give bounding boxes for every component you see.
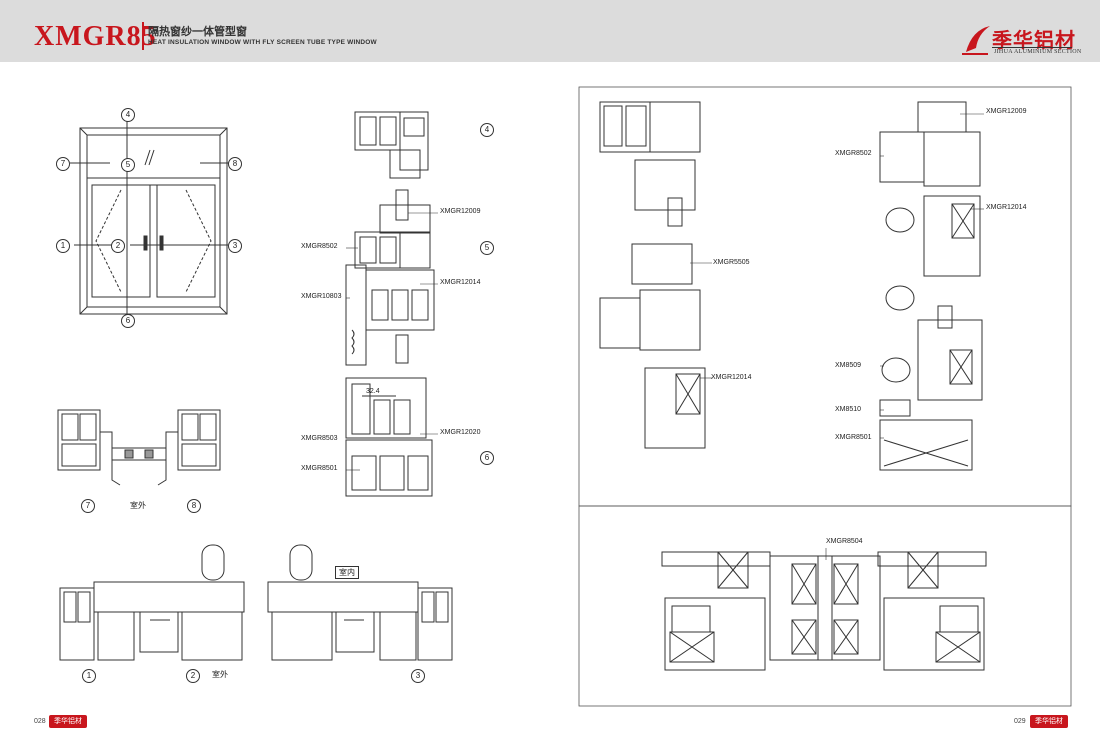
marker-7: 7 <box>56 157 70 171</box>
label-xmgr5505: XMGR5505 <box>713 259 750 266</box>
marker-2: 2 <box>111 239 125 253</box>
hsection-marker-2: 2 <box>186 669 200 683</box>
product-title-en: HEAT INSULATION WINDOW WITH FLY SCREEN T… <box>148 39 377 46</box>
marker-6: 6 <box>121 314 135 328</box>
right-footer-brand: 季华铝材 <box>1030 715 1068 728</box>
marker-4: 4 <box>121 108 135 122</box>
label-xmgr8501: XMGR8501 <box>301 465 338 472</box>
brand-logo-icon <box>962 26 990 55</box>
brand-underline <box>992 47 1072 48</box>
brand-name-cn: 季华铝材 <box>992 28 1076 52</box>
outdoor-label-bottom: 室外 <box>212 670 228 679</box>
label-xmgr12020: XMGR12020 <box>440 429 481 436</box>
marker-8: 8 <box>228 157 242 171</box>
label-xm8510: XM8510 <box>835 406 862 413</box>
section-marker-6: 6 <box>480 451 494 465</box>
section-marker-5: 5 <box>480 241 494 255</box>
outdoor-label: 室外 <box>130 501 146 510</box>
label-xmgr8504: XMGR8504 <box>826 538 863 545</box>
section-7-8 <box>57 409 221 486</box>
right-top-frame <box>578 86 1072 507</box>
product-title-cn: 隔热窗纱一体管型窗 <box>148 25 247 38</box>
label-xmgr8502-right: XMGR8502 <box>835 150 872 157</box>
label-xmgr10803: XMGR10803 <box>301 293 342 300</box>
marker-5: 5 <box>121 158 135 172</box>
vertical-section <box>345 111 435 497</box>
label-xmgr12009: XMGR12009 <box>440 208 481 215</box>
right-horizontal-section <box>661 551 987 671</box>
label-xmgr12014-right: XMGR12014 <box>711 374 752 381</box>
label-xmgr12009-right: XMGR12009 <box>986 108 1027 115</box>
label-xmgr8501-right: XMGR8501 <box>835 434 872 441</box>
right-page-number: 029 <box>1014 718 1026 725</box>
hsection-marker-1: 1 <box>82 669 96 683</box>
indoor-label: 室内 <box>335 566 359 579</box>
section-marker-7: 7 <box>81 499 95 513</box>
label-xmgr12014-right2: XMGR12014 <box>986 204 1027 211</box>
product-code: XMGR85 <box>34 21 157 52</box>
left-page-number: 028 <box>34 718 46 725</box>
section-marker-8: 8 <box>187 499 201 513</box>
leader-lines <box>346 212 438 471</box>
right-bottom-frame <box>578 505 1072 707</box>
right-section-a <box>599 101 706 449</box>
label-xmgr12014: XMGR12014 <box>440 279 481 286</box>
brand-name-en: JIHUA ALUMINIUM SECTION <box>994 49 1082 55</box>
section-marker-4: 4 <box>480 123 494 137</box>
horizontal-section-left <box>59 544 453 661</box>
window-elevation <box>70 120 230 320</box>
label-xmgr8503: XMGR8503 <box>301 435 338 442</box>
left-footer-brand: 季华铝材 <box>49 715 87 728</box>
label-xm8509: XM8509 <box>835 362 862 369</box>
right-section-b <box>879 101 983 471</box>
label-xmgr8502: XMGR8502 <box>301 243 338 250</box>
hsection-marker-3: 3 <box>411 669 425 683</box>
marker-1: 1 <box>56 239 70 253</box>
title-divider <box>142 22 144 50</box>
marker-3: 3 <box>228 239 242 253</box>
dimension-value: 32.4 <box>366 388 380 395</box>
page-header <box>0 0 1100 62</box>
